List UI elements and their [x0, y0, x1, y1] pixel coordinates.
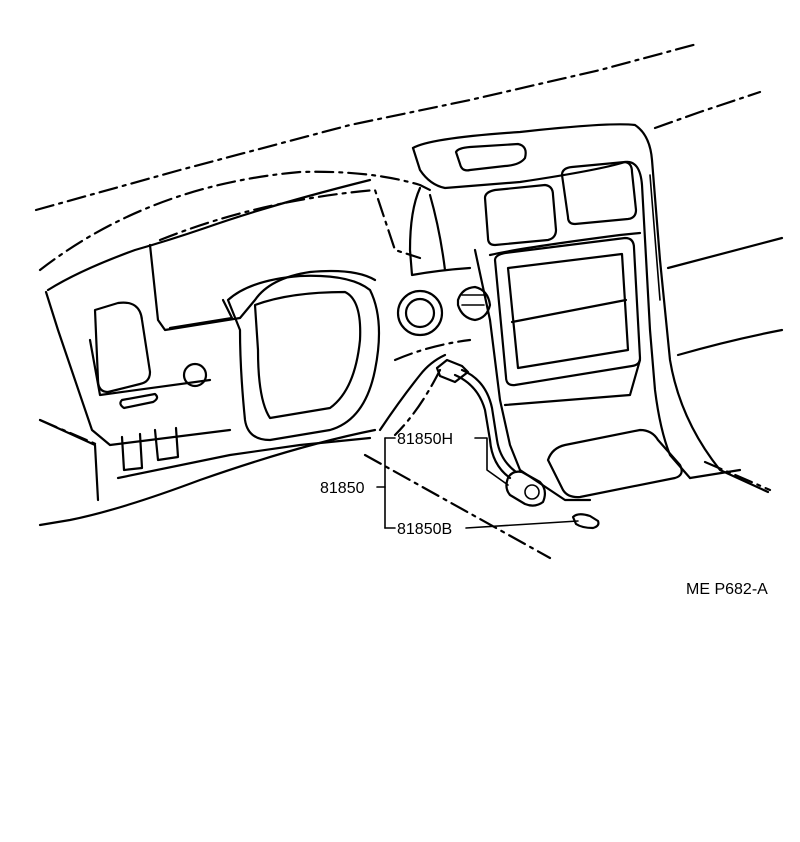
- label-81850H: 81850H: [397, 431, 453, 448]
- instrument-cluster-housing: [148, 188, 422, 332]
- figure-code: ME P682-A: [686, 581, 768, 598]
- dashboard-top-contour: [38, 123, 770, 494]
- bulb: [571, 513, 600, 530]
- center-console-bezel: [408, 146, 692, 480]
- lower-dash-edge: [363, 338, 552, 560]
- label-81850: 81850: [320, 480, 365, 497]
- center-vent-slot: [454, 142, 527, 172]
- audio-display-unit: [493, 236, 642, 387]
- windshield-edge: [34, 42, 762, 212]
- lower-left-panel: [38, 418, 377, 527]
- left-dash-panel: [44, 290, 232, 447]
- center-upper-vents: [483, 160, 638, 247]
- ignition-switch: [396, 285, 492, 337]
- right-dash-side: [666, 236, 784, 492]
- lamp-socket-assembly: [435, 358, 547, 507]
- leader-lines: [376, 437, 579, 529]
- steering-column-opening: [226, 274, 381, 442]
- label-81850B: 81850B: [397, 521, 452, 538]
